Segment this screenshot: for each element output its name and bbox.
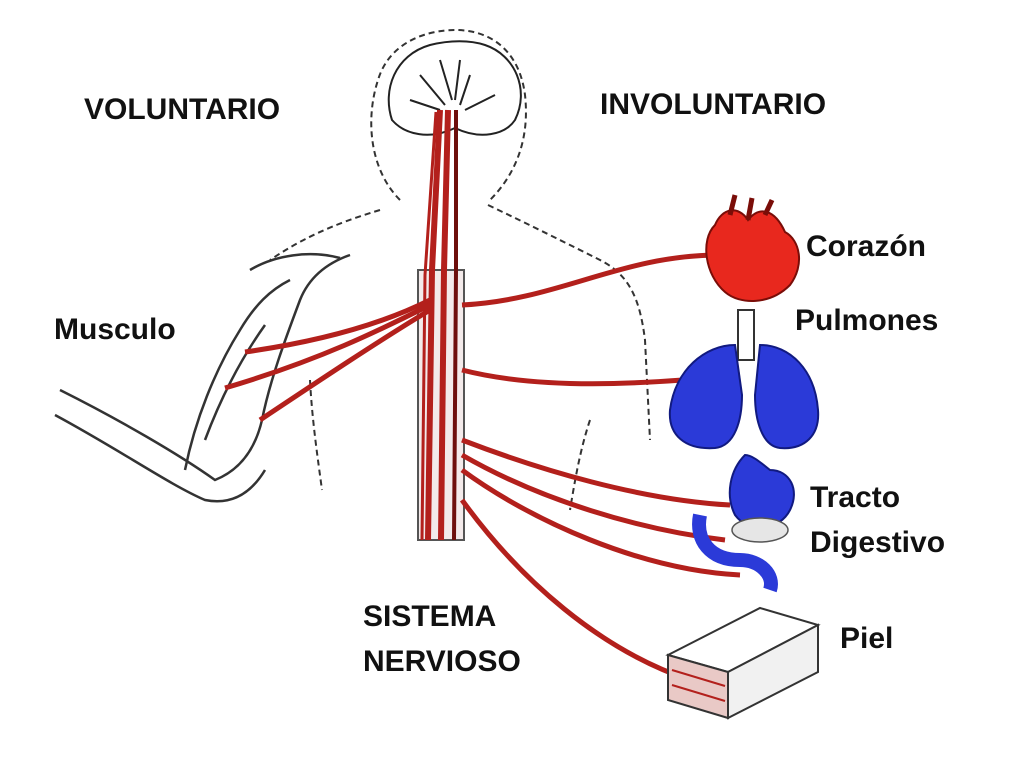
nerves-to-organs	[459, 252, 741, 683]
label-digestivo: Digestivo	[810, 526, 946, 559]
body-outline	[269, 28, 651, 511]
arm-outline	[54, 252, 351, 503]
label-pulmones: Pulmones	[795, 304, 939, 337]
label-corazon: Corazón	[806, 230, 926, 263]
heart-organ	[705, 194, 801, 303]
label-tracto: Tracto	[810, 481, 901, 514]
digestive-organ	[692, 453, 795, 593]
lungs-organ	[668, 343, 820, 450]
label-sistema: SISTEMA	[363, 600, 497, 633]
label-involuntario: INVOLUNTARIO	[600, 88, 827, 121]
label-nervioso: NERVIOSO	[363, 645, 521, 678]
nerves-to-muscle	[224, 297, 432, 423]
label-piel: Piel	[840, 622, 894, 655]
trachea	[737, 309, 755, 361]
label-voluntario: VOLUNTARIO	[84, 93, 281, 126]
brain	[387, 40, 522, 136]
spinal-cord	[417, 109, 465, 541]
skin-block	[665, 606, 821, 720]
label-musculo: Musculo	[54, 313, 176, 346]
